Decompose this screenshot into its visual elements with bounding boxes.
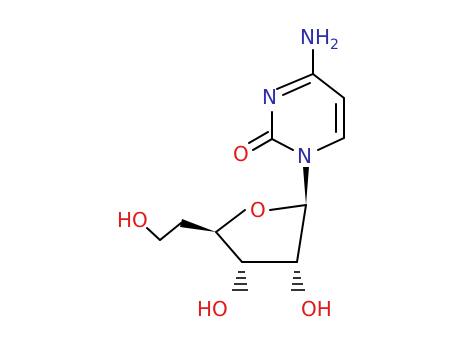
bond-c2-o-b [248, 131, 269, 144]
bond-c4-c5 [312, 73, 345, 99]
bond-c3prime-c4prime [215, 231, 243, 263]
bonds [146, 49, 345, 291]
bond-c2-o-a [252, 138, 273, 151]
atom-ring-n1: N [297, 144, 312, 168]
atom-oh-c2: OH [301, 297, 332, 321]
hash-c3prime-oh [232, 271, 248, 291]
bond-n3-c4-inner [282, 82, 311, 96]
atom-ring-o: O [250, 198, 266, 222]
wedge-n1-c1prime [303, 167, 309, 205]
atom-ring-n3: N [262, 85, 277, 109]
atom-amino: NH2 [300, 25, 339, 53]
bond-ch2-o [159, 222, 182, 241]
bond-c6-n1 [317, 137, 345, 151]
atom-carbonyl-o: O [233, 142, 249, 166]
bond-o-ho [146, 227, 161, 241]
atom-ch2oh: HO [117, 208, 148, 232]
bond-n1-c2 [271, 138, 294, 151]
bond-o4-c4prime [215, 209, 246, 233]
bond-n3-c4 [276, 73, 314, 90]
atom-oh-c3: HO [197, 297, 228, 321]
hash-c2prime-oh [291, 271, 305, 291]
bond-c1prime-c2prime [296, 204, 307, 263]
bond-c1prime-o4 [269, 204, 307, 211]
atom-labels: NH2 N O N O HO HO OH [117, 25, 339, 321]
wedge-c4prime-ch2 [180, 219, 216, 232]
